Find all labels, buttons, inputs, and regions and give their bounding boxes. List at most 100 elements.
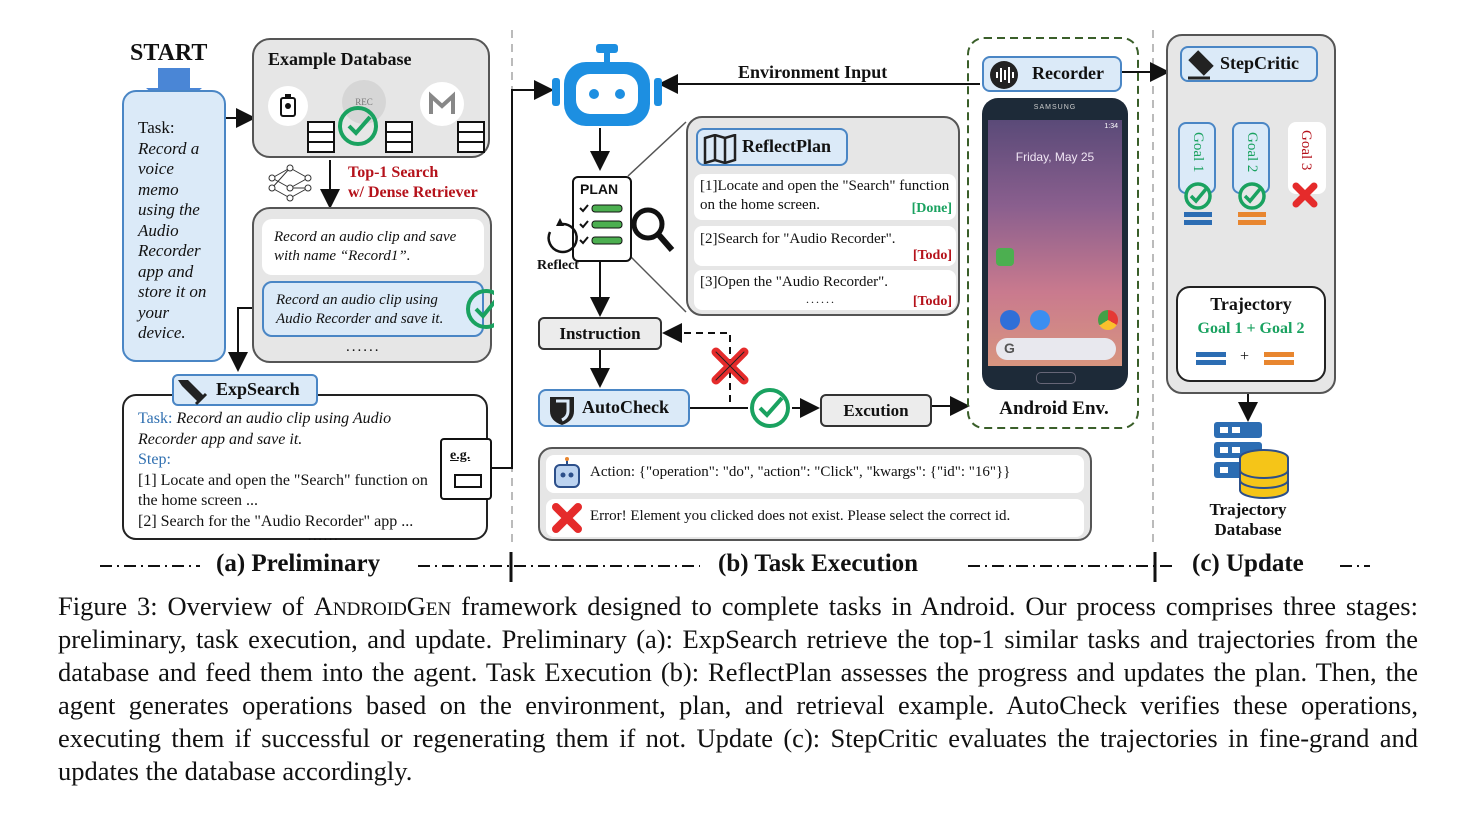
execution-label: Excution <box>843 401 909 420</box>
search-results-panel: Record an audio clip and save with name … <box>252 207 494 363</box>
plan-step-3-status: [Todo] <box>912 294 952 309</box>
phone-app-icon <box>1000 310 1020 330</box>
stepcritic-panel: StepCritic Goal 1 Goal 2 Goal 3 Trajecto… <box>1166 34 1336 394</box>
section-label-c: (c) Update <box>1192 550 1304 577</box>
action-row: Action: {"operation": "do", "action": "C… <box>546 455 1084 493</box>
result-item-2-text: Record an audio clip using Audio Recorde… <box>276 292 444 327</box>
db-label-line1: Trajectory <box>1209 500 1287 519</box>
example-database-panel: Example Database REC <box>252 38 490 158</box>
instruction-label: Instruction <box>559 324 641 343</box>
chrome-app-icon <box>1098 310 1118 330</box>
android-env-frame <box>967 37 1139 429</box>
error-x-icon <box>552 503 582 533</box>
agent-robot-icon <box>552 42 662 132</box>
autocheck-box: AutoCheck <box>538 389 690 427</box>
audio-wave-icon <box>990 61 1018 89</box>
figure-caption: Figure 3: Overview of AndroidGen framewo… <box>58 590 1418 788</box>
trajectory-plus: + <box>1240 348 1250 365</box>
trajectory-goals: Goal 1 + Goal 2 <box>1197 320 1305 337</box>
android-phone: SAMSUNG 1:34 Friday, May 25 G <box>982 98 1128 390</box>
sword-icon <box>178 380 208 406</box>
phone-home-button <box>1036 372 1076 384</box>
rec-icon-text: REC <box>355 97 373 107</box>
stepcritic-label: StepCritic <box>1220 53 1299 73</box>
recorder-label: Recorder <box>1032 63 1104 83</box>
expsearch-panel: Task: Record an audio clip using Audio R… <box>122 394 492 543</box>
recorder-chip: Recorder <box>982 56 1122 92</box>
plan-step-1-text: [1]Locate and open the "Search" function… <box>700 178 950 213</box>
reflectplan-title: ReflectPlan <box>742 136 831 156</box>
expsearch-step-label: Step: <box>138 451 171 468</box>
result-item-1: Record an audio clip and save with name … <box>262 219 484 275</box>
results-ellipsis: ...... <box>346 339 381 355</box>
plan-step-1: [1]Locate and open the "Search" function… <box>694 174 956 220</box>
plan-step-2-status: [Todo] <box>912 248 952 263</box>
section-label-b: (b) Task Execution <box>718 550 919 577</box>
feedback-panel: Action: {"operation": "do", "action": "C… <box>538 447 1092 541</box>
task-box: Task: Record a voice memo using the Audi… <box>122 90 226 362</box>
goal-3-chip: Goal 3 <box>1288 122 1326 194</box>
plan-step-2: [2]Search for "Audio Recorder". [Todo] <box>694 226 956 266</box>
result-item-2: Record an audio clip using Audio Recorde… <box>262 281 484 337</box>
phone-search-bar: G <box>996 338 1116 360</box>
trajectory-title: Trajectory <box>1210 294 1292 314</box>
phone-brand: SAMSUNG <box>1033 104 1077 111</box>
plan-ellipsis: ...... <box>806 292 836 306</box>
android-env-label: Android Env. <box>999 398 1109 419</box>
task-text: Record a voice memo using the Audio Reco… <box>138 138 207 343</box>
messages-app-icon <box>1030 310 1050 330</box>
example-database-title: Example Database <box>268 49 412 69</box>
task-heading: Task: <box>138 118 175 137</box>
trajectory-box: Trajectory Goal 1 + Goal 2 + <box>1176 286 1326 382</box>
eg-label: e.g. <box>450 448 471 463</box>
trajectory-bars <box>1196 352 1294 365</box>
shield-icon <box>550 397 574 425</box>
database-stack-icons <box>307 106 485 153</box>
result-item-1-text: Record an audio clip and save with name … <box>274 229 457 264</box>
plan-step-3: [3]Open the "Audio Recorder". [Todo] ...… <box>694 270 956 310</box>
example-file-icon: e.g. <box>440 438 492 500</box>
caption-rest: framework designed to complete tasks in … <box>58 591 1418 786</box>
expsearch-ellipsis: ...... <box>308 528 340 543</box>
search-label-line2: w/ Dense Retriever <box>348 184 478 201</box>
plan-icon: PLAN <box>572 176 632 262</box>
search-label-line1: Top-1 Search <box>348 164 439 181</box>
reflectplan-title-chip: ReflectPlan <box>696 128 848 166</box>
goal-1-chip: Goal 1 <box>1178 122 1216 194</box>
expsearch-title-chip: ExpSearch <box>172 374 318 406</box>
recorder-app-icon: REC <box>342 80 386 124</box>
environment-input-label: Environment Input <box>738 62 888 82</box>
expsearch-task-text: Record an audio clip using Audio Recorde… <box>138 410 392 448</box>
result-check-icon <box>466 289 494 329</box>
stepcritic-chip: StepCritic <box>1180 46 1318 82</box>
phone-search-g: G <box>1004 340 1015 356</box>
gavel-icon <box>1188 50 1214 80</box>
plan-step-2-text: [2]Search for "Audio Recorder". <box>700 231 896 247</box>
instruction-box: Instruction <box>538 317 662 350</box>
expsearch-task-label: Task: <box>138 410 173 427</box>
reflect-label: Reflect <box>537 258 579 273</box>
error-text: Error! Element you clicked does not exis… <box>590 508 1011 524</box>
caption-name: AndroidGen <box>313 591 452 621</box>
robot-small-icon <box>554 457 580 488</box>
plan-step-1-status: [Done] <box>911 201 952 216</box>
android-app-icon <box>268 86 308 126</box>
execution-box: Excution <box>820 394 932 427</box>
expsearch-step1: [1] Locate and open the "Search" functio… <box>138 472 428 509</box>
action-text: Action: {"operation": "do", "action": "C… <box>590 464 1011 480</box>
map-icon <box>703 134 737 164</box>
expsearch-step2: [2] Search for the "Audio Recorder" app … <box>138 513 414 530</box>
plan-step-3-text: [3]Open the "Audio Recorder". <box>700 274 889 290</box>
phone-screen: 1:34 Friday, May 25 G <box>988 120 1122 366</box>
goal-status-icons <box>1184 182 1318 225</box>
caption-fig: Figure 3: Overview of <box>58 591 314 621</box>
plan-icon-label: PLAN <box>580 181 619 197</box>
start-label: START <box>130 40 208 66</box>
autocheck-label: AutoCheck <box>582 397 670 417</box>
phone-status-time: 1:34 <box>1104 123 1118 130</box>
error-row: Error! Element you clicked does not exis… <box>546 499 1084 537</box>
trajectory-database-icon <box>1212 420 1292 500</box>
expsearch-title: ExpSearch <box>216 379 300 399</box>
expsearch-task-row: Task: Record an audio clip using Audio R… <box>138 408 428 450</box>
reflectplan-panel: ReflectPlan [1]Locate and open the "Sear… <box>686 116 960 316</box>
